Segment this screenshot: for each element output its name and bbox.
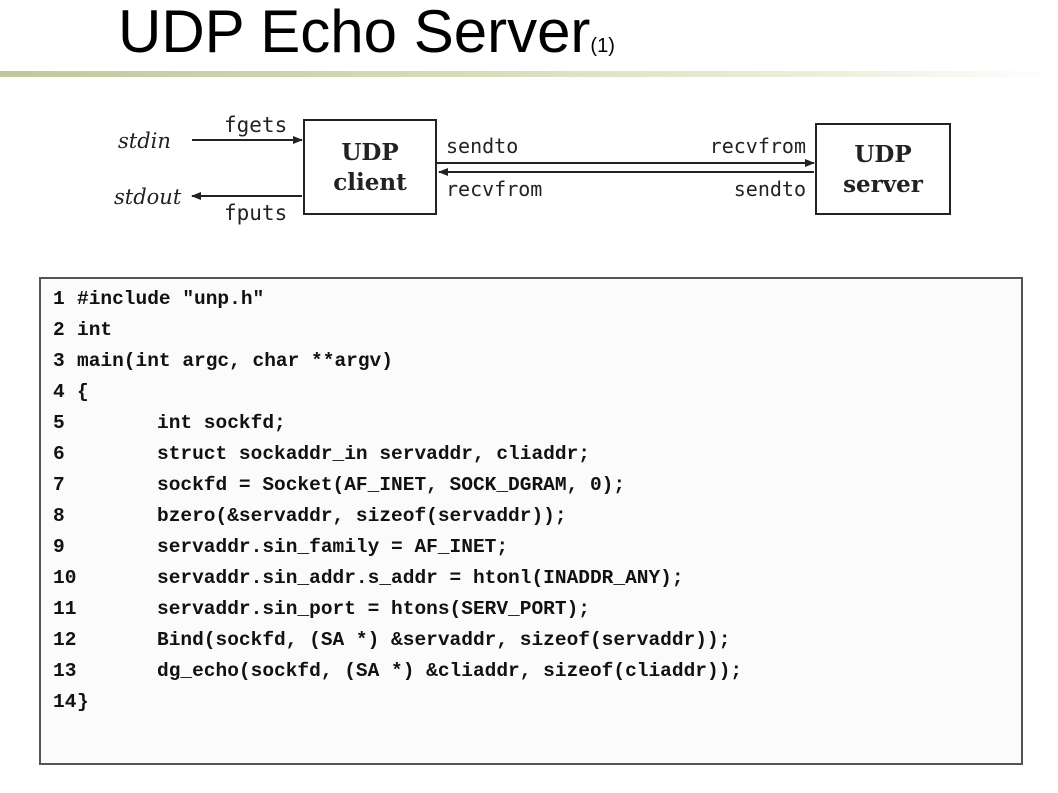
line-number: 10 xyxy=(53,567,77,589)
server-sendto-label: sendto xyxy=(734,177,806,201)
fputs-label: fputs xyxy=(224,201,287,225)
line-number: 6 xyxy=(53,443,65,465)
code-text: struct sockaddr_in servaddr, cliaddr; xyxy=(157,443,590,465)
line-number: 1 xyxy=(53,288,65,310)
code-line: 1 #include "unp.h" xyxy=(53,284,264,314)
code-line: 11 servaddr.sin_port = htons(SERV_PORT); xyxy=(53,594,590,624)
slide-title-sub: (1) xyxy=(590,35,615,57)
code-line: 6 struct sockaddr_in servaddr, cliaddr; xyxy=(53,439,590,469)
code-text: #include "unp.h" xyxy=(77,288,265,310)
code-line: 10 servaddr.sin_addr.s_addr = htonl(INADD… xyxy=(53,563,684,593)
stdin-label: stdin xyxy=(118,129,171,153)
udp-server-box xyxy=(815,123,951,215)
line-number: 7 xyxy=(53,474,65,496)
code-text: servaddr.sin_addr.s_addr = htonl(INADDR_… xyxy=(157,567,684,589)
code-text: servaddr.sin_port = htons(SERV_PORT); xyxy=(157,598,590,620)
line-number: 12 xyxy=(53,629,77,651)
client-recvfrom-label: recvfrom xyxy=(446,177,542,201)
code-line: 14} xyxy=(53,687,89,717)
code-text: servaddr.sin_family = AF_INET; xyxy=(157,536,509,558)
code-text: bzero(&servaddr, sizeof(servaddr)); xyxy=(157,505,567,527)
line-number: 11 xyxy=(53,598,77,620)
code-line: 3 main(int argc, char **argv) xyxy=(53,346,393,376)
code-line: 7 sockfd = Socket(AF_INET, SOCK_DGRAM, 0)… xyxy=(53,470,625,500)
title-underline xyxy=(0,71,1058,77)
server-box-line2: server xyxy=(843,171,924,198)
code-text: sockfd = Socket(AF_INET, SOCK_DGRAM, 0); xyxy=(157,474,626,496)
code-text: dg_echo(sockfd, (SA *) &cliaddr, sizeof(… xyxy=(157,660,743,682)
code-text: main(int argc, char **argv) xyxy=(77,350,393,372)
code-line: 5 int sockfd; xyxy=(53,408,286,438)
udp-client-box xyxy=(303,119,437,215)
code-text: { xyxy=(77,381,89,403)
code-listing: 1 #include "unp.h" 2 int 3 main(int argc, c… xyxy=(39,277,1023,765)
line-number: 2 xyxy=(53,319,65,341)
code-text: Bind(sockfd, (SA *) &servaddr, sizeof(se… xyxy=(157,629,731,651)
line-number: 4 xyxy=(53,381,65,403)
client-sendto-label: sendto xyxy=(446,134,518,158)
code-line: 4{ xyxy=(53,377,89,407)
server-box-line1: UDP xyxy=(854,141,911,168)
code-line: 9 servaddr.sin_family = AF_INET; xyxy=(53,532,508,562)
slide-title-main: UDP Echo Server xyxy=(118,0,591,65)
code-line: 8 bzero(&servaddr, sizeof(servaddr)); xyxy=(53,501,567,531)
line-number: 13 xyxy=(53,660,77,682)
fgets-label: fgets xyxy=(224,113,287,137)
line-number: 9 xyxy=(53,536,65,558)
client-box-line1: UDP xyxy=(341,139,398,166)
client-box-line2: client xyxy=(333,169,407,196)
server-recvfrom-label: recvfrom xyxy=(710,134,806,158)
code-text: } xyxy=(77,691,89,713)
code-text: int sockfd; xyxy=(157,412,286,434)
code-line: 13 dg_echo(sockfd, (SA *) &cliaddr, sizeo… xyxy=(53,656,742,686)
code-line: 2 int xyxy=(53,315,112,345)
udp-client-server-diagram: stdin stdout fgets fputs UDP client UDP … xyxy=(114,113,951,225)
line-number: 8 xyxy=(53,505,65,527)
line-number: 5 xyxy=(53,412,65,434)
code-line: 12 Bind(sockfd, (SA *) &servaddr, sizeof(… xyxy=(53,625,730,655)
slide-title: UDP Echo Server(1) xyxy=(118,0,615,68)
code-text: int xyxy=(77,319,113,341)
line-number: 14 xyxy=(53,691,77,713)
line-number: 3 xyxy=(53,350,65,372)
stdout-label: stdout xyxy=(114,185,182,209)
